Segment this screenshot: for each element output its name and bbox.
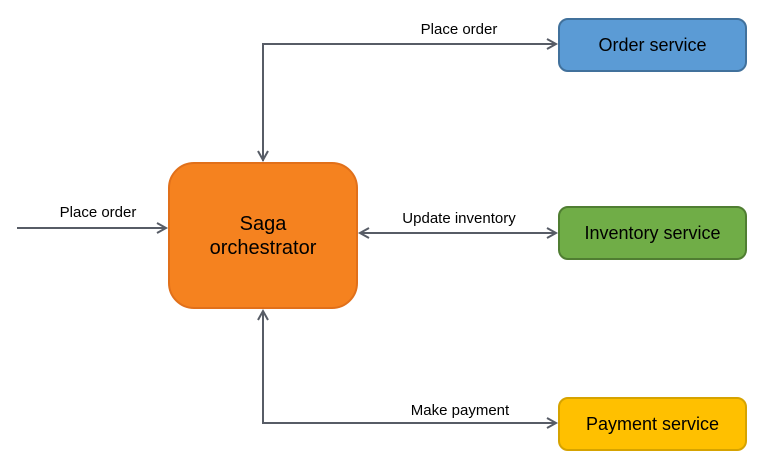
arrowhead-into-payment-icon [546, 417, 559, 429]
saga-label-line2: orchestrator [209, 236, 317, 259]
edge-saga-to-payment [257, 308, 559, 429]
edge-label-place-order: Place order [420, 21, 498, 38]
node-saga-orchestrator: Saga orchestrator [168, 162, 358, 309]
arrowhead-into-saga-right-icon [357, 227, 370, 239]
payment-service-label: Payment service [585, 413, 720, 434]
edge-saga-to-inventory [357, 227, 559, 239]
edge-label-client-place-order: Place order [59, 204, 137, 221]
edge-saga-to-order-line [262, 43, 555, 161]
edge-client-to-saga [17, 222, 169, 234]
arrowhead-into-saga-top-icon [257, 150, 269, 163]
saga-label-line1: Saga [239, 212, 287, 235]
node-payment-service: Payment service [558, 397, 747, 451]
arrowhead-into-saga-left-icon [156, 222, 169, 234]
edge-label-update-inventory: Update inventory [402, 210, 516, 227]
edge-saga-to-payment-line [262, 311, 555, 424]
arrowhead-into-order-icon [546, 38, 559, 50]
edge-label-make-payment: Make payment [410, 402, 510, 419]
arrowhead-into-inventory-icon [546, 227, 559, 239]
inventory-service-label: Inventory service [584, 222, 721, 243]
node-order-service: Order service [558, 18, 747, 72]
order-service-label: Order service [598, 34, 707, 55]
edge-saga-to-order [257, 38, 559, 163]
node-inventory-service: Inventory service [558, 206, 747, 260]
arrowhead-into-saga-bottom-icon [257, 308, 269, 321]
